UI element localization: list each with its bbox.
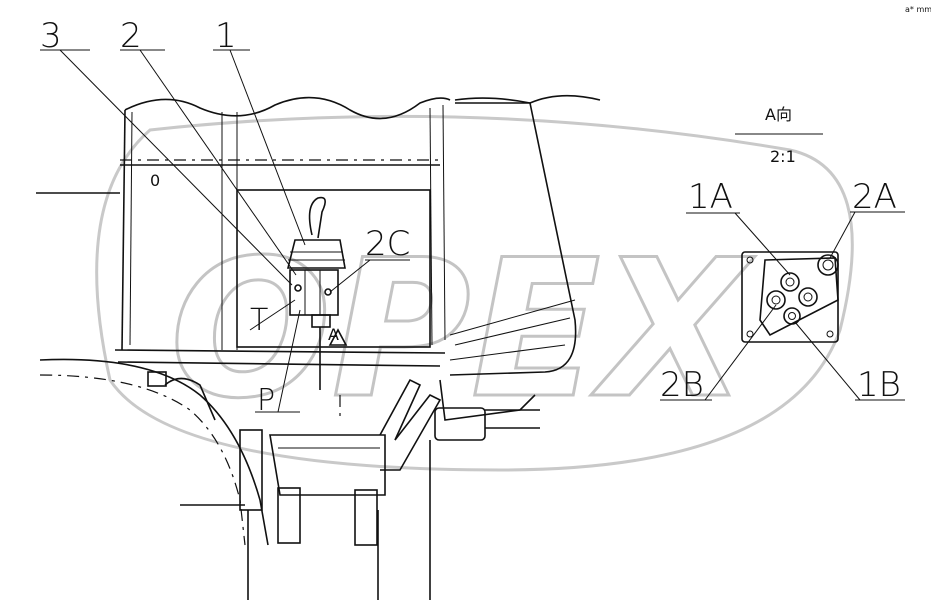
leader-3	[59, 49, 293, 286]
hinge-block	[434, 407, 486, 441]
watermark-text: OPEX	[170, 219, 756, 440]
support-post-left	[239, 429, 263, 511]
detail-view-scale: 2:1	[770, 147, 796, 166]
lever-arm	[379, 378, 422, 441]
support-post-mid	[277, 487, 301, 544]
callout-1: 1	[215, 16, 237, 56]
leader-p	[277, 309, 301, 413]
callout-a: A	[328, 325, 339, 344]
labels: 3 2 1 2C T P A 0 A向 2:1 1A 2A 2B 1B a* m…	[40, 5, 931, 418]
port-2c-fitting	[324, 288, 332, 296]
port-1a-bore	[785, 277, 795, 287]
callout-2c: 2C	[365, 224, 410, 264]
port-2a-fitting	[817, 254, 839, 276]
door-hinge-bracket	[439, 379, 536, 421]
joystick-assembly	[286, 196, 348, 390]
callout-t: T	[250, 303, 268, 338]
port-center-bore	[803, 292, 813, 302]
plate-bolt-br	[826, 330, 834, 338]
support-post-right	[354, 489, 378, 546]
port-1b-fitting	[783, 307, 801, 325]
leader-2b	[704, 304, 777, 401]
leader-2	[139, 49, 297, 276]
port-2a-bore	[822, 259, 834, 271]
corner-mark: a* mm	[905, 5, 931, 14]
port-2b-bore	[771, 295, 781, 305]
cab-floor-lower-line	[117, 361, 441, 367]
leader-1a	[734, 212, 791, 276]
port-label-1a: 1A	[688, 177, 733, 217]
port-1a-fitting	[780, 272, 800, 292]
door-brace-1	[449, 299, 576, 336]
valve-base-fitting	[311, 314, 331, 328]
cab-pillar-right-b	[442, 104, 446, 341]
cab-top-break-line	[124, 96, 451, 120]
cab-pillar-right-a	[429, 107, 433, 346]
hose-line-outer	[39, 358, 269, 546]
view-a-arrow	[328, 328, 348, 346]
callout-zero: 0	[150, 171, 160, 190]
callout-3: 3	[40, 16, 62, 56]
watermark-gear-ring	[95, 114, 854, 472]
hose-centerline	[39, 374, 246, 546]
leader-1	[229, 49, 306, 246]
plate-bolt-tl	[746, 256, 754, 264]
cab-left-edge	[121, 109, 126, 351]
joystick-boot	[286, 239, 346, 269]
port-t-fitting	[294, 284, 302, 292]
door-top-break-line	[454, 94, 601, 104]
leader-t	[249, 299, 296, 331]
leader-2a	[829, 211, 856, 259]
control-console-panel	[236, 189, 431, 348]
leader-2c	[329, 259, 371, 293]
port-label-2a: 2A	[852, 177, 897, 217]
port-label-1b: 1B	[857, 365, 901, 405]
port-center-fitting	[798, 287, 818, 307]
door-brace-2	[454, 317, 571, 346]
lower-structure	[39, 358, 442, 600]
port-2b-fitting	[766, 290, 786, 310]
valve-mounting-plate	[741, 251, 839, 343]
plate-bolt-bl	[746, 330, 754, 338]
seat-base-box	[269, 434, 386, 496]
valve-block-outline	[759, 257, 839, 337]
leader-lines	[40, 49, 410, 413]
watermark: OPEX	[95, 114, 854, 472]
callout-2: 2	[120, 16, 142, 56]
door-outline	[449, 102, 577, 376]
detail-view-a	[660, 133, 905, 401]
joystick-handle	[308, 196, 326, 239]
cab-floor-line	[114, 349, 446, 354]
door-panel	[434, 102, 577, 441]
port-label-2b: 2B	[660, 365, 704, 405]
lever-bracket	[380, 393, 442, 471]
cab-left-inner-edge	[129, 111, 133, 346]
leader-1b	[794, 321, 861, 401]
port-1b-bore	[788, 312, 796, 320]
hose-clamp	[164, 377, 216, 421]
callout-p: P	[257, 383, 275, 418]
detail-view-title: A向	[765, 105, 792, 124]
hose-bracket	[147, 371, 167, 387]
door-brace-3	[449, 344, 566, 361]
